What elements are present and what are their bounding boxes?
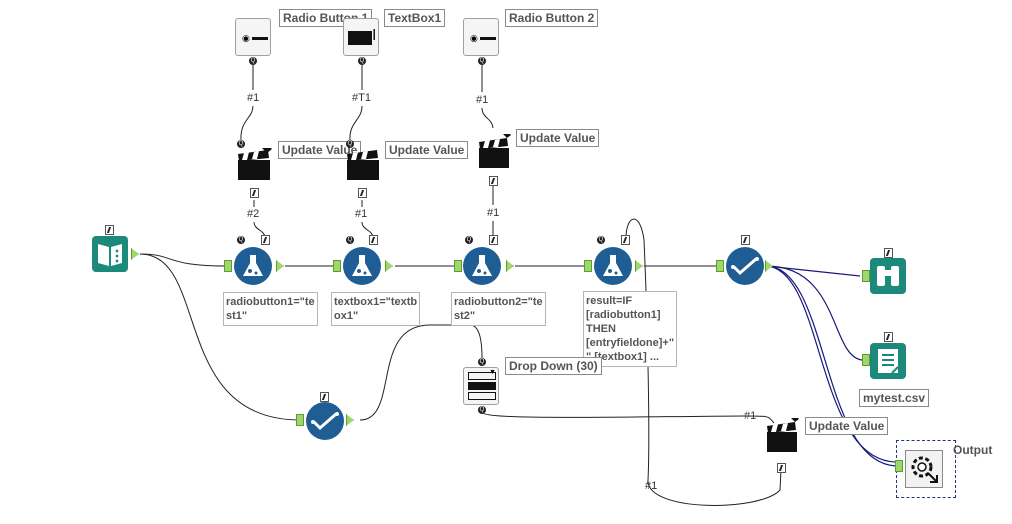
- checkmark-icon: [311, 412, 339, 431]
- checkmark-icon: [731, 257, 759, 276]
- annotation-action-2: Update Value: [385, 141, 469, 159]
- clapperboard-icon: [479, 131, 511, 168]
- question-anchor[interactable]: Q: [346, 140, 354, 148]
- lightning-anchor[interactable]: [489, 176, 498, 186]
- radio-button-1-tool[interactable]: ◉: [235, 18, 271, 56]
- formula-annotation-3: radiobutton2="te st2": [451, 292, 546, 326]
- select-tool-bottom[interactable]: [306, 402, 344, 440]
- formula-annotation-2: textbox1="textb ox1": [331, 292, 421, 326]
- dropdown-item-icon: [468, 392, 496, 400]
- input-port[interactable]: [454, 260, 462, 272]
- annotation-action-1: Update Value: [278, 141, 362, 159]
- question-anchor[interactable]: Q: [237, 140, 245, 148]
- lightning-anchor[interactable]: [261, 235, 270, 245]
- question-anchor[interactable]: Q: [358, 57, 366, 65]
- wire-label: #1: [476, 94, 489, 106]
- input-port[interactable]: [296, 414, 304, 426]
- annotation-textbox-1: TextBox1: [384, 9, 446, 27]
- formula-tool-2[interactable]: [343, 247, 381, 285]
- textbox-1-tool[interactable]: I: [343, 18, 379, 56]
- input-port[interactable]: [862, 270, 870, 282]
- action-tool-1[interactable]: [236, 144, 272, 182]
- clapperboard-icon: [238, 144, 272, 180]
- radio-line-icon: [252, 37, 268, 40]
- action-tool-2[interactable]: [345, 148, 381, 182]
- radio-button-icon: ◉: [470, 33, 478, 43]
- clapperboard-icon: [767, 415, 799, 452]
- annotation-output-file: mytest.csv: [859, 389, 930, 407]
- dropdown-field-icon: [468, 372, 496, 380]
- input-port[interactable]: [224, 260, 232, 272]
- flask-icon: [472, 255, 492, 276]
- wire-label: #1: [487, 207, 500, 219]
- macro-output-tool[interactable]: [905, 450, 943, 488]
- radio-button-icon: ◉: [242, 33, 250, 43]
- annotation-radio-button-2: Radio Button 2: [505, 9, 599, 27]
- output-data-tool[interactable]: [870, 343, 906, 379]
- gear-arrow-icon: [911, 456, 938, 483]
- question-anchor[interactable]: Q: [478, 57, 486, 65]
- action-tool-4[interactable]: [765, 415, 801, 454]
- radio-button-2-tool[interactable]: ◉: [463, 18, 499, 56]
- lightning-anchor[interactable]: [621, 235, 630, 245]
- question-anchor[interactable]: Q: [597, 236, 605, 244]
- input-port[interactable]: [584, 260, 592, 272]
- lightning-anchor[interactable]: [320, 392, 329, 402]
- question-anchor[interactable]: Q: [478, 358, 486, 366]
- lightning-anchor[interactable]: [250, 188, 259, 198]
- action-tool-3[interactable]: [477, 131, 513, 170]
- select-tool[interactable]: [726, 247, 764, 285]
- formula-tool-3[interactable]: [463, 247, 501, 285]
- lightning-anchor[interactable]: [358, 188, 367, 198]
- flask-icon: [352, 255, 372, 276]
- cursor-icon: I: [372, 27, 377, 44]
- annotation-macro-output: Output: [953, 443, 993, 457]
- wire-label: #T1: [352, 92, 371, 104]
- flask-icon: [603, 255, 623, 276]
- annotation-dropdown: Drop Down (30): [505, 357, 602, 375]
- document-icon: [878, 349, 899, 374]
- lightning-anchor[interactable]: [105, 225, 114, 235]
- input-port[interactable]: [716, 260, 724, 272]
- question-anchor[interactable]: Q: [478, 406, 486, 414]
- lightning-anchor[interactable]: [777, 463, 786, 473]
- lightning-anchor[interactable]: [884, 332, 893, 342]
- question-anchor[interactable]: Q: [249, 57, 257, 65]
- lightning-anchor[interactable]: [369, 235, 378, 245]
- binoculars-icon: [877, 266, 899, 286]
- input-port[interactable]: [895, 460, 903, 472]
- radio-line-icon: [480, 37, 496, 40]
- formula-annotation-4: result=IF [radiobutton1] THEN [entryfiel…: [583, 291, 678, 367]
- formula-tool-1[interactable]: [234, 247, 272, 285]
- dropdown-tool[interactable]: ▼: [463, 367, 499, 405]
- wire-label: #1: [744, 410, 757, 422]
- wire-label: #1: [645, 480, 658, 492]
- textbox-icon: [348, 31, 372, 45]
- lightning-anchor[interactable]: [489, 235, 498, 245]
- macro-input-tool[interactable]: [92, 236, 128, 272]
- wire-label: #2: [247, 208, 260, 220]
- lightning-anchor[interactable]: [884, 248, 893, 258]
- wire-label: #1: [355, 208, 368, 220]
- chevron-down-icon: ▼: [489, 369, 496, 376]
- input-port[interactable]: [862, 354, 870, 366]
- annotation-action-4: Update Value: [805, 417, 889, 435]
- wire-label: #1: [247, 92, 260, 104]
- book-icon: [98, 244, 122, 266]
- question-anchor[interactable]: Q: [346, 236, 354, 244]
- lightning-anchor[interactable]: [741, 235, 750, 245]
- clapperboard-icon: [347, 150, 379, 180]
- question-anchor[interactable]: Q: [465, 236, 473, 244]
- flask-icon: [243, 255, 263, 276]
- browse-tool[interactable]: [870, 258, 906, 294]
- input-port[interactable]: [333, 260, 341, 272]
- annotation-action-3: Update Value: [516, 129, 600, 147]
- formula-annotation-1: radiobutton1="te st1": [223, 292, 318, 326]
- formula-tool-4[interactable]: [594, 247, 632, 285]
- dropdown-list-icon: [468, 382, 496, 390]
- question-anchor[interactable]: Q: [237, 236, 245, 244]
